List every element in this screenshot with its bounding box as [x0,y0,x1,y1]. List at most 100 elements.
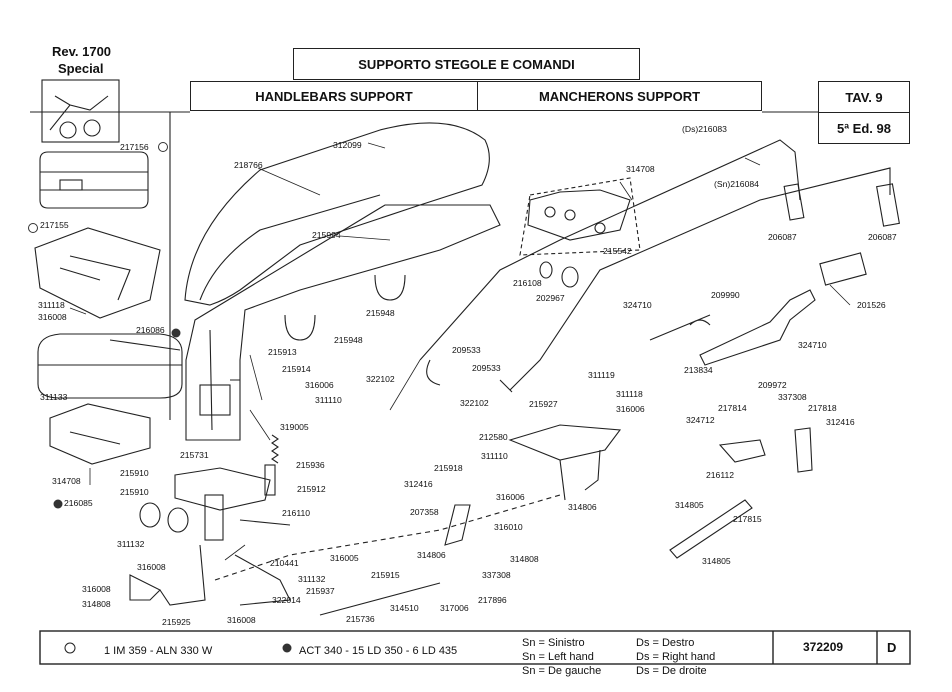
part-label: 215936 [296,460,325,470]
ds-french: Ds = De droite [636,665,707,677]
sn-french: Sn = De gauche [522,665,602,677]
part-label: 209533 [452,345,481,355]
part-label: 217814 [718,403,747,413]
page-code: 372209 [803,640,844,654]
page-letter: D [887,640,897,655]
sn-english: Sn = Left hand [522,651,594,663]
part-label: 316006 [616,404,645,414]
part-label: 215925 [162,617,191,627]
part-label: 215914 [282,364,311,374]
model-name: Rev. 1700 [52,44,112,59]
part-label: 209972 [758,380,787,390]
part-label: 322014 [272,595,301,605]
part-label: 216085 [64,498,93,508]
engine-filled-legend: ACT 340 - 15 LD 350 - 6 LD 435 [299,645,458,657]
part-label: 314808 [510,554,539,564]
title-french: MANCHERONS SUPPORT [477,81,762,111]
part-label: 316008 [38,312,67,322]
part-label: 319005 [280,422,309,432]
part-label: 215948 [334,335,363,345]
part-label: 312416 [826,417,855,427]
part-label: 311132 [298,574,326,584]
part-label: 215913 [268,347,297,357]
engine-cover-217156 [39,151,149,209]
part-label: 201526 [857,300,886,310]
filter-housing-216086 [37,333,183,399]
machine-thumbnail [41,79,120,143]
part-label: 206087 [768,232,797,242]
part-label: (Ds)216083 [682,124,727,134]
part-label: 217815 [733,514,762,524]
part-label: 314806 [568,502,597,512]
part-label: 314708 [52,476,81,486]
part-label: 316008 [82,584,111,594]
part-label: 215910 [120,487,149,497]
part-label: 314805 [675,500,704,510]
table-number: TAV. 9 [818,81,910,113]
part-label: 337308 [778,392,807,402]
part-label: 216110 [282,508,310,518]
part-label: 324710 [798,340,827,350]
part-label: 324710 [623,300,652,310]
part-label: 215948 [366,308,395,318]
part-label: 217896 [478,595,507,605]
part-label: 311110 [315,395,342,405]
part-label: 314806 [417,550,446,560]
handlebar-support-casting [184,122,501,441]
edition-label: 5ª Ed. 98 [818,112,910,144]
part-label: 311118 [38,300,65,310]
part-label: 324712 [686,415,715,425]
part-label: 314708 [626,164,655,174]
part-label: 215910 [120,468,149,478]
part-label: 216108 [513,278,542,288]
part-label: 215731 [180,450,209,460]
part-label: 316008 [137,562,166,572]
part-label: 317006 [440,603,469,613]
part-label: 202967 [536,293,565,303]
part-label: 217818 [808,403,837,413]
part-label: 216112 [706,470,734,480]
part-label: 215912 [297,484,326,494]
part-label: 209990 [711,290,740,300]
ds-english: Ds = Right hand [636,651,716,663]
part-label: 314808 [82,599,111,609]
part-label: 218766 [234,160,263,170]
part-label: 215994 [312,230,341,240]
part-label: 314805 [702,556,731,566]
part-label: 215927 [529,399,558,409]
part-label: 312099 [333,140,362,150]
part-label: 215918 [434,463,463,473]
engine-open-legend: 1 IM 359 - ALN 330 W [104,645,213,657]
title-italian: SUPPORTO STEGOLE E COMANDI [293,48,640,80]
rod-216083 [419,139,801,361]
rod-216084 [509,167,891,391]
part-label: 212580 [479,432,508,442]
part-label: 206087 [868,232,897,242]
part-label: 311133 [40,392,68,402]
model-variant: Special [58,61,104,76]
title-english: HANDLEBARS SUPPORT [190,81,478,111]
part-label: 312416 [404,479,433,489]
part-label: 213834 [684,365,713,375]
part-label: 337308 [482,570,511,580]
part-label: 316008 [227,615,256,625]
part-label: 215542 [603,246,632,256]
part-label: 311119 [588,370,615,380]
part-label: 217156 [120,142,149,152]
part-label: 215915 [371,570,400,580]
part-label: 215736 [346,614,375,624]
part-label: 316006 [496,492,525,502]
part-label: 216086 [136,325,165,335]
part-label: (Sn)216084 [714,179,759,189]
part-label: 311118 [616,389,643,399]
part-label: 316010 [494,522,523,532]
sn-italian: Sn = Sinistro [522,637,585,649]
part-label: 314510 [390,603,419,613]
part-label: 311110 [481,451,508,461]
part-label: 217155 [40,220,69,230]
part-label: 311132 [117,539,145,549]
lower-lever-mechanism [129,467,291,606]
part-label: 209533 [472,363,501,373]
